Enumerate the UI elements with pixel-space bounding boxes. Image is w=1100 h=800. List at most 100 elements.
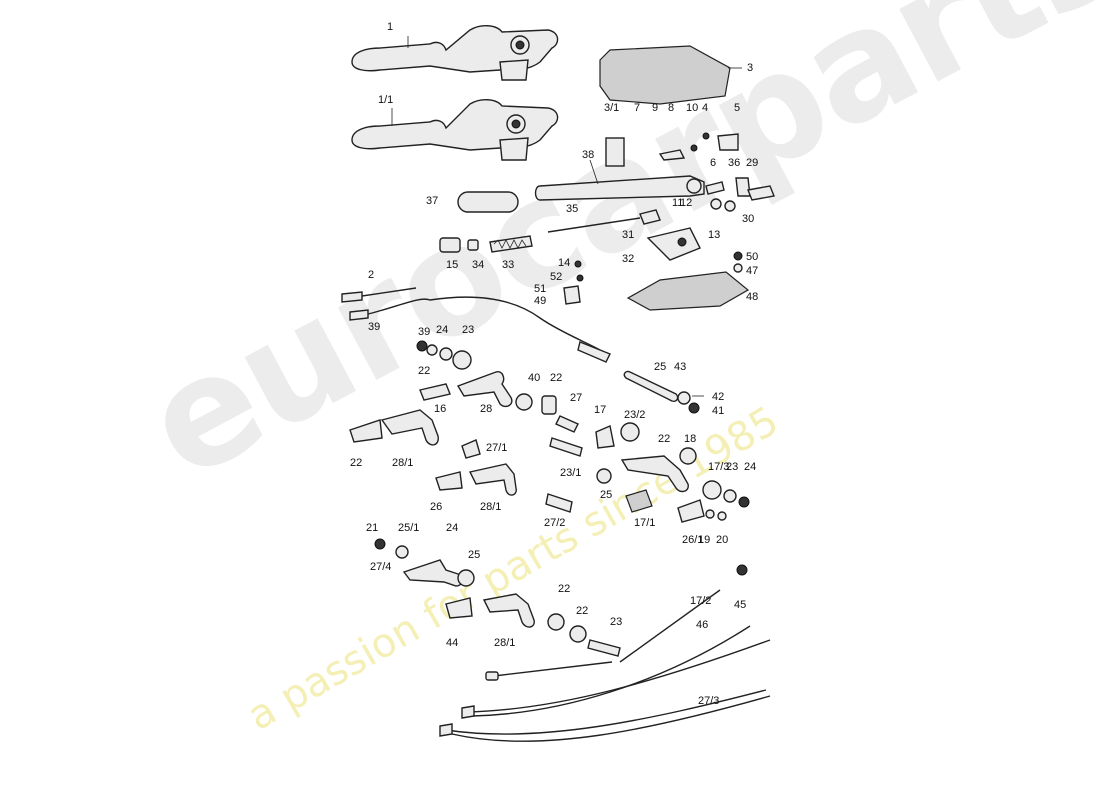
callout-label: 41 [712, 405, 725, 417]
callout-label: 50 [746, 251, 759, 263]
ratchet-plate [646, 227, 701, 261]
lever-arm-27-1 [349, 409, 439, 446]
callout-label: 22 [658, 433, 671, 445]
lever-tube [534, 159, 705, 201]
callout-label: 43 [674, 361, 687, 373]
callout-label: 28/1 [480, 501, 502, 513]
small-hardware-group [563, 251, 743, 305]
callout-label: 24 [436, 324, 449, 336]
callout-label: 23 [462, 324, 475, 336]
callout-label: 30 [742, 213, 755, 225]
callout-label: 22 [418, 365, 431, 377]
washer-nut-set [677, 391, 704, 414]
pin-17-3 [549, 437, 583, 457]
callout-label: 40 [528, 372, 541, 384]
callout-label: 3/1 [604, 102, 620, 114]
callout-label: 49 [534, 295, 547, 307]
callout-label: 20 [716, 534, 729, 546]
callout-label: 1 [387, 21, 394, 33]
bracket-19-20-21 [677, 499, 727, 523]
push-rod [547, 209, 661, 233]
callout-label: 19 [698, 534, 711, 546]
base-plate [626, 271, 750, 311]
callout-label: 28/1 [392, 457, 414, 469]
lever-arm-18 [620, 447, 697, 493]
callout-label: 6 [710, 157, 717, 169]
callout-label: 39 [418, 326, 431, 338]
callout-label: 12 [680, 197, 693, 209]
callout-label: 27/2 [544, 517, 566, 529]
spring-and-bushing [439, 235, 533, 253]
handbrake-lever-assembly [351, 25, 559, 81]
callout-label: 23 [726, 461, 739, 473]
callout-label: 23/1 [560, 467, 582, 479]
lever-arm-27-4 [374, 538, 475, 587]
rubber-boot [599, 45, 742, 105]
callout-label: 36 [728, 157, 741, 169]
callout-label: 3 [747, 62, 754, 74]
lever-arm-27-3 [445, 593, 621, 657]
callout-label: 46 [696, 619, 709, 631]
callout-label: 1/1 [378, 94, 394, 106]
callout-label: 17/1 [634, 517, 656, 529]
small-bracket-set [605, 132, 739, 167]
callout-label: 52 [550, 271, 563, 283]
callout-label: 22 [558, 583, 571, 595]
cam-plate [595, 422, 640, 449]
callout-label: 27/1 [486, 442, 508, 454]
lever-arm-27-2 [435, 463, 517, 496]
callout-label: 18 [684, 433, 697, 445]
callout-label: 27/3 [698, 695, 720, 707]
callout-label: 32 [622, 253, 635, 265]
callout-label: 38 [582, 149, 595, 161]
callout-label: 23/2 [624, 409, 646, 421]
callout-label: 51 [534, 283, 547, 295]
callout-label: 7 [634, 102, 641, 114]
callout-label: 28/1 [494, 637, 516, 649]
callout-label: 35 [566, 203, 579, 215]
callout-label: 26/1 [682, 534, 704, 546]
callout-label: 9 [652, 102, 659, 114]
cap-46 [736, 564, 748, 576]
callout-label: 26 [430, 501, 443, 513]
lever-arm-27 [419, 371, 513, 408]
callout-label: 27 [570, 392, 583, 404]
callout-label: 25/1 [398, 522, 420, 534]
callout-label: 34 [472, 259, 485, 271]
callout-label: 17 [594, 404, 607, 416]
callout-label: 10 [686, 102, 699, 114]
washer-stack-upper [416, 340, 472, 370]
ball-26 [596, 468, 612, 484]
callout-label: 17/3 [708, 461, 730, 473]
callout-label: 29 [746, 157, 759, 169]
callout-label: 33 [502, 259, 515, 271]
callout-label: 48 [746, 291, 759, 303]
callout-label: 47 [746, 265, 759, 277]
handbrake-cable [341, 287, 611, 363]
callout-label: 22 [550, 372, 563, 384]
callout-label: 25 [654, 361, 667, 373]
callout-label: 21 [366, 522, 379, 534]
callout-label: 24 [446, 522, 459, 534]
callout-label: 28 [480, 403, 493, 415]
callout-label: 5 [734, 102, 741, 114]
pivot-bolt-set [515, 393, 579, 433]
callout-label: 2 [368, 269, 375, 281]
callout-label: 23 [610, 616, 623, 628]
callout-label: 22 [576, 605, 589, 617]
block-26-1 [625, 489, 653, 513]
callout-label: 31 [622, 229, 635, 241]
spacer-23-1 [461, 439, 481, 459]
callout-label: 37 [426, 195, 439, 207]
callout-label: 25 [600, 489, 613, 501]
callout-label: 42 [712, 391, 725, 403]
callout-label: 17/2 [690, 595, 712, 607]
callout-label: 16 [434, 403, 447, 415]
callout-label: 45 [734, 599, 747, 611]
callout-label: 25 [468, 549, 481, 561]
callout-label: 24 [744, 461, 757, 473]
pin-17-1 [545, 493, 573, 513]
pawl-bracket-group [705, 177, 775, 212]
